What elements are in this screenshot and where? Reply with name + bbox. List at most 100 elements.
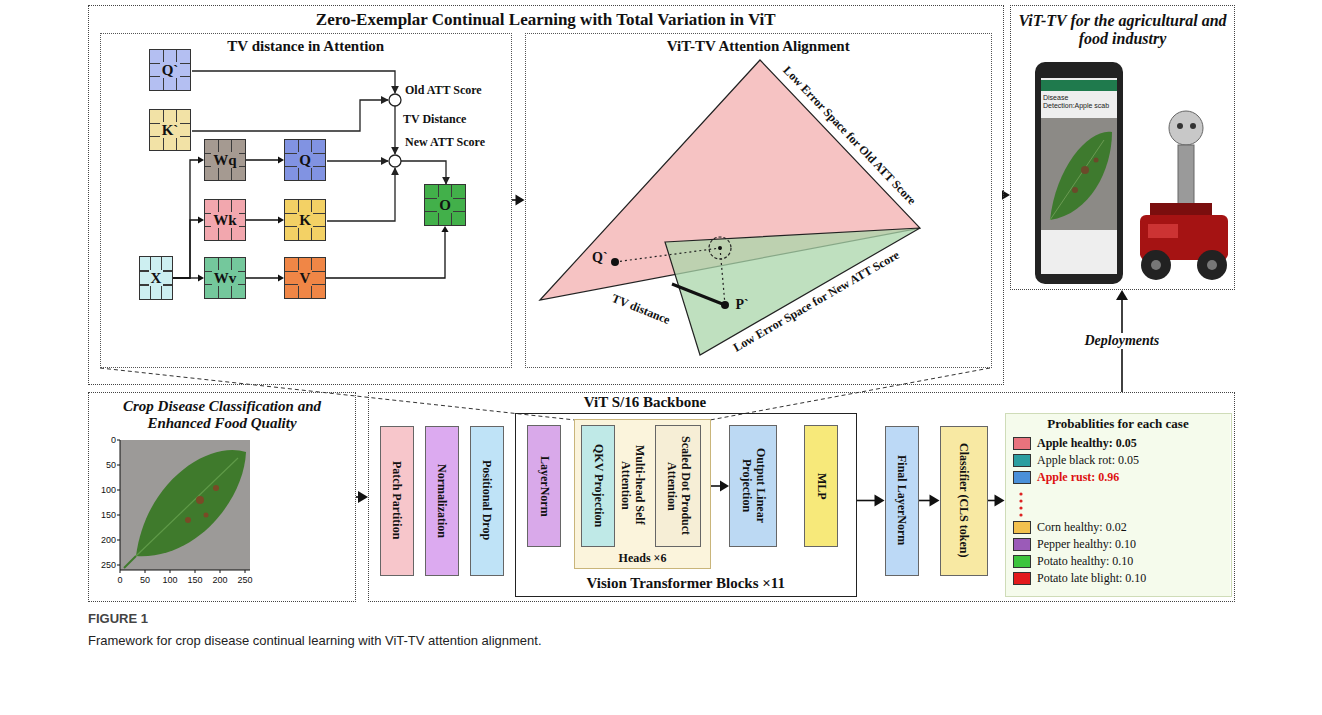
attention-wire [327,168,395,221]
plot-axis [220,570,221,573]
figure-number: FIGURE 1 [88,612,148,627]
plot-axis [117,440,250,573]
connector-line [173,160,199,278]
plot-axis [120,570,121,573]
panel: Crop Disease Classification and Enhanced… [88,392,356,602]
block-label: K` [160,122,181,139]
arrow-head [995,495,1005,507]
panel: Zero-Exemplar Continual Learning with To… [88,5,1004,385]
axis-tick: 250 [238,575,253,585]
plot-axis [195,570,196,573]
plot-axis [245,570,246,573]
panel-title: Probablities for each case [1006,417,1231,432]
robot-illustration [1150,203,1212,217]
phone-illustration [1094,158,1099,163]
ellipsis-dots [1019,492,1022,495]
panel-title: Zero-Exemplar Continual Learning with To… [89,10,1003,30]
probability-panel-fill [1005,413,1230,597]
legend-text: Pepper healthy: 0.10 [1037,538,1136,552]
score-junction [389,94,401,167]
score-label: New ATT Score [405,136,485,150]
connector [857,495,885,507]
alignment-geometry [672,284,725,305]
arrow-head [1116,290,1128,300]
panel-title: Vision Transformer Blocks ×11 [516,575,857,592]
legend-row: Apple black rot: 0.05 [1013,454,1139,468]
robot-illustration [1140,111,1228,280]
phone-illustration [1050,140,1104,220]
legend-text: Potato healthy: 0.10 [1037,555,1133,569]
alignment-geometry [615,248,720,262]
legend-swatch [1013,454,1031,467]
connector-line [246,277,279,278]
connector [246,274,284,281]
matrix-block: O [424,184,466,226]
legend-row: Apple healthy: 0.05 [1013,437,1137,451]
phone-illustration [1050,132,1112,220]
alignment-geometry [611,258,619,266]
leaf-photo [136,450,246,556]
connector-line [857,500,877,502]
leaf-photo [196,496,204,504]
block-label: Output Linear Projection [739,430,767,542]
connector [173,216,204,278]
alignment-geometry [721,301,729,309]
robot-illustration [1178,145,1194,207]
legend-row: Apple rust: 0.96 [1013,471,1119,485]
legend-text: Apple rust: 0.96 [1037,471,1119,485]
axis-tick: 100 [163,575,178,585]
legend-swatch [1013,437,1031,450]
matrix-block: K` [149,109,191,151]
block-label: Q` [160,62,181,79]
point-label: Q` [592,250,608,266]
axis-tick: 200 [213,575,228,585]
panel-title: ViT-TV for the agricultural and food ind… [1017,12,1228,49]
connector [512,195,525,206]
legend-text: Apple healthy: 0.05 [1037,437,1137,451]
plot-axis [117,465,120,466]
connector-line [173,277,199,278]
legend-text: Potato late blight: 0.10 [1037,572,1146,586]
attention-wire [192,71,395,93]
axis-tick: 150 [101,510,116,520]
score-junction [389,155,401,167]
phone-illustration [1041,118,1117,230]
score-junction [389,94,401,106]
block-label: Scaled Dot Product Attention [664,430,692,542]
layer-block: Normalization [425,426,459,576]
block-label: MLP [814,430,828,542]
leaf-photo [213,485,219,491]
legend-row: Potato late blight: 0.10 [1013,572,1146,586]
block-label: V [298,270,313,287]
sub-panel: ViT-TV Attention Alignment [525,33,993,368]
transformer-block-group: Vision Transformer Blocks ×11LayerNormMu… [515,413,858,597]
layer-block: Patch Partition [380,426,414,576]
panel-title: Crop Disease Classification and Enhanced… [97,398,347,433]
axis-tick: 0 [111,435,116,445]
plot-axis [117,490,120,491]
arrow-head [930,495,940,507]
block-label: Heads ×6 [575,552,710,566]
connector-line [246,219,279,220]
legend-swatch [1013,538,1031,551]
leaf-photo [185,517,191,523]
phone-illustration [1081,166,1089,174]
block-label: Wv [212,270,239,287]
arrow-head [516,195,525,206]
legend-swatch [1013,572,1031,585]
phone-illustration [1035,62,1123,284]
error-space-triangle [665,228,920,355]
connector [711,481,729,492]
connector [988,495,1005,507]
block-label: X [149,270,164,287]
arrow-head [441,226,448,232]
axis-tick: 250 [101,560,116,570]
layer-block: Final LayerNorm [885,426,919,576]
attention-wire [192,100,388,131]
leaf-photo [120,440,250,570]
leaf-photo [124,556,136,568]
axis-tick: 150 [188,575,203,585]
connector [326,226,449,278]
plot-axis [117,540,120,541]
